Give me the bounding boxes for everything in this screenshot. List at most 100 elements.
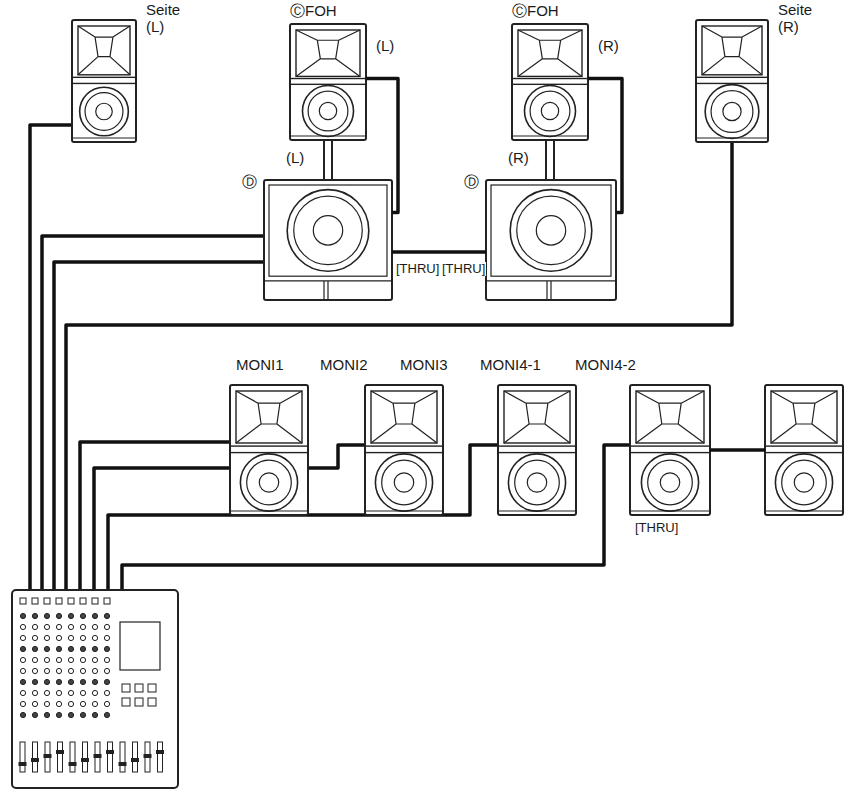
woofer-cone bbox=[308, 91, 348, 131]
dust-cap bbox=[319, 102, 336, 119]
cabinet-foot bbox=[230, 510, 308, 511]
mixer-knob bbox=[104, 657, 109, 662]
fader-cap bbox=[156, 750, 164, 754]
horn-frame bbox=[78, 26, 130, 75]
horn-frame bbox=[636, 391, 704, 443]
fader-cap bbox=[69, 762, 77, 766]
mixer-fader bbox=[58, 742, 63, 772]
mixer-knob bbox=[44, 646, 49, 651]
horn-frame bbox=[371, 391, 437, 443]
mixer-knob bbox=[20, 646, 25, 651]
fader-cap bbox=[19, 762, 27, 766]
speaker-label: Seite (L) bbox=[146, 2, 190, 35]
woofer-ring bbox=[641, 454, 698, 511]
mixer-fader bbox=[33, 742, 38, 772]
thru-label: [THRU] bbox=[395, 262, 440, 276]
cabinet-band bbox=[230, 446, 308, 453]
mixer-knob bbox=[80, 613, 85, 618]
mixer-knob bbox=[80, 624, 85, 629]
woofer-ring bbox=[524, 85, 575, 136]
mixer-knob bbox=[56, 712, 61, 717]
speaker-label: ⒸFOH bbox=[290, 3, 337, 20]
speaker bbox=[630, 385, 710, 515]
speaker-label: (R) bbox=[598, 38, 619, 55]
cabinet-band bbox=[365, 446, 443, 453]
horn-throat bbox=[78, 26, 130, 75]
speaker-cable bbox=[588, 79, 622, 213]
dust-cap bbox=[794, 473, 813, 492]
woofer-cone bbox=[530, 91, 570, 131]
mixer-knob bbox=[32, 624, 37, 629]
speaker-box: MONI2 bbox=[365, 385, 443, 515]
mixer-knob bbox=[20, 690, 25, 695]
dust-cap bbox=[527, 473, 546, 492]
horn-throat bbox=[236, 391, 302, 443]
dust-cap bbox=[541, 102, 558, 119]
cabinet-foot bbox=[765, 510, 843, 511]
mixer-knob bbox=[32, 646, 37, 651]
horn-frame bbox=[504, 391, 570, 443]
mixer-knob bbox=[68, 690, 73, 695]
mixer-meter bbox=[68, 598, 74, 604]
mixer-knob bbox=[20, 635, 25, 640]
woofer-ring bbox=[302, 85, 353, 136]
speaker-cabinet bbox=[512, 24, 588, 140]
horn-frame bbox=[236, 391, 302, 443]
speaker-box: ⒸFOH(R) bbox=[512, 24, 588, 140]
mixer-knob bbox=[68, 635, 73, 640]
cabinet-band bbox=[512, 79, 588, 85]
mixing-console bbox=[12, 590, 178, 788]
mixer-knob bbox=[80, 657, 85, 662]
cabinet-band bbox=[765, 446, 843, 453]
speaker-box: ⒸFOH(L) bbox=[290, 24, 366, 140]
speaker bbox=[72, 20, 136, 142]
mixer-knob bbox=[80, 635, 85, 640]
horn-throat bbox=[702, 26, 762, 75]
mixer-knob bbox=[80, 646, 85, 651]
subwoofer-box: (R)Ⓓ bbox=[486, 180, 616, 300]
mixer-knob bbox=[92, 679, 97, 684]
speaker-label: Ⓓ bbox=[242, 174, 257, 191]
mixer-knob bbox=[32, 679, 37, 684]
subwoofer-frame bbox=[491, 185, 611, 276]
speaker-box: MONI4-1 bbox=[630, 385, 710, 515]
mixer-meter bbox=[92, 598, 98, 604]
subwoofer-driver bbox=[536, 216, 565, 245]
speaker-cable bbox=[392, 250, 486, 254]
mixer-knob bbox=[92, 701, 97, 706]
mixer-knob bbox=[20, 657, 25, 662]
horn-frame bbox=[518, 30, 582, 76]
mixer-meter bbox=[32, 598, 38, 604]
horn-frame bbox=[771, 391, 837, 443]
mixer-knob bbox=[104, 646, 109, 651]
mixer-knob bbox=[104, 712, 109, 717]
signal-cable bbox=[80, 442, 230, 592]
subwoofer bbox=[486, 180, 616, 300]
mixer-knob bbox=[20, 613, 25, 618]
mixer-knob bbox=[68, 679, 73, 684]
subwoofer-cabinet bbox=[264, 180, 392, 300]
cabinet-foot bbox=[290, 135, 366, 136]
mixer-knob bbox=[44, 657, 49, 662]
mixer-knob bbox=[68, 712, 73, 717]
subwoofer bbox=[264, 180, 392, 300]
speaker-label: (L) bbox=[376, 38, 394, 55]
woofer-ring bbox=[240, 454, 297, 511]
mixer-fader bbox=[133, 742, 138, 772]
horn-throat bbox=[504, 391, 570, 443]
mixer-knob bbox=[92, 690, 97, 695]
mixer-knob bbox=[20, 701, 25, 706]
mixer-knob bbox=[44, 712, 49, 717]
cabinet-band bbox=[498, 446, 576, 453]
subwoofer-driver bbox=[313, 216, 342, 245]
mixer-knob bbox=[20, 679, 25, 684]
mixer-knob bbox=[32, 657, 37, 662]
mixer-fader bbox=[70, 742, 75, 772]
mixer-meter bbox=[20, 598, 26, 604]
mixer-knob bbox=[56, 635, 61, 640]
fader-cap bbox=[44, 754, 52, 758]
mixer-knob bbox=[80, 690, 85, 695]
mixer-fader bbox=[158, 742, 163, 772]
speaker bbox=[290, 24, 366, 140]
